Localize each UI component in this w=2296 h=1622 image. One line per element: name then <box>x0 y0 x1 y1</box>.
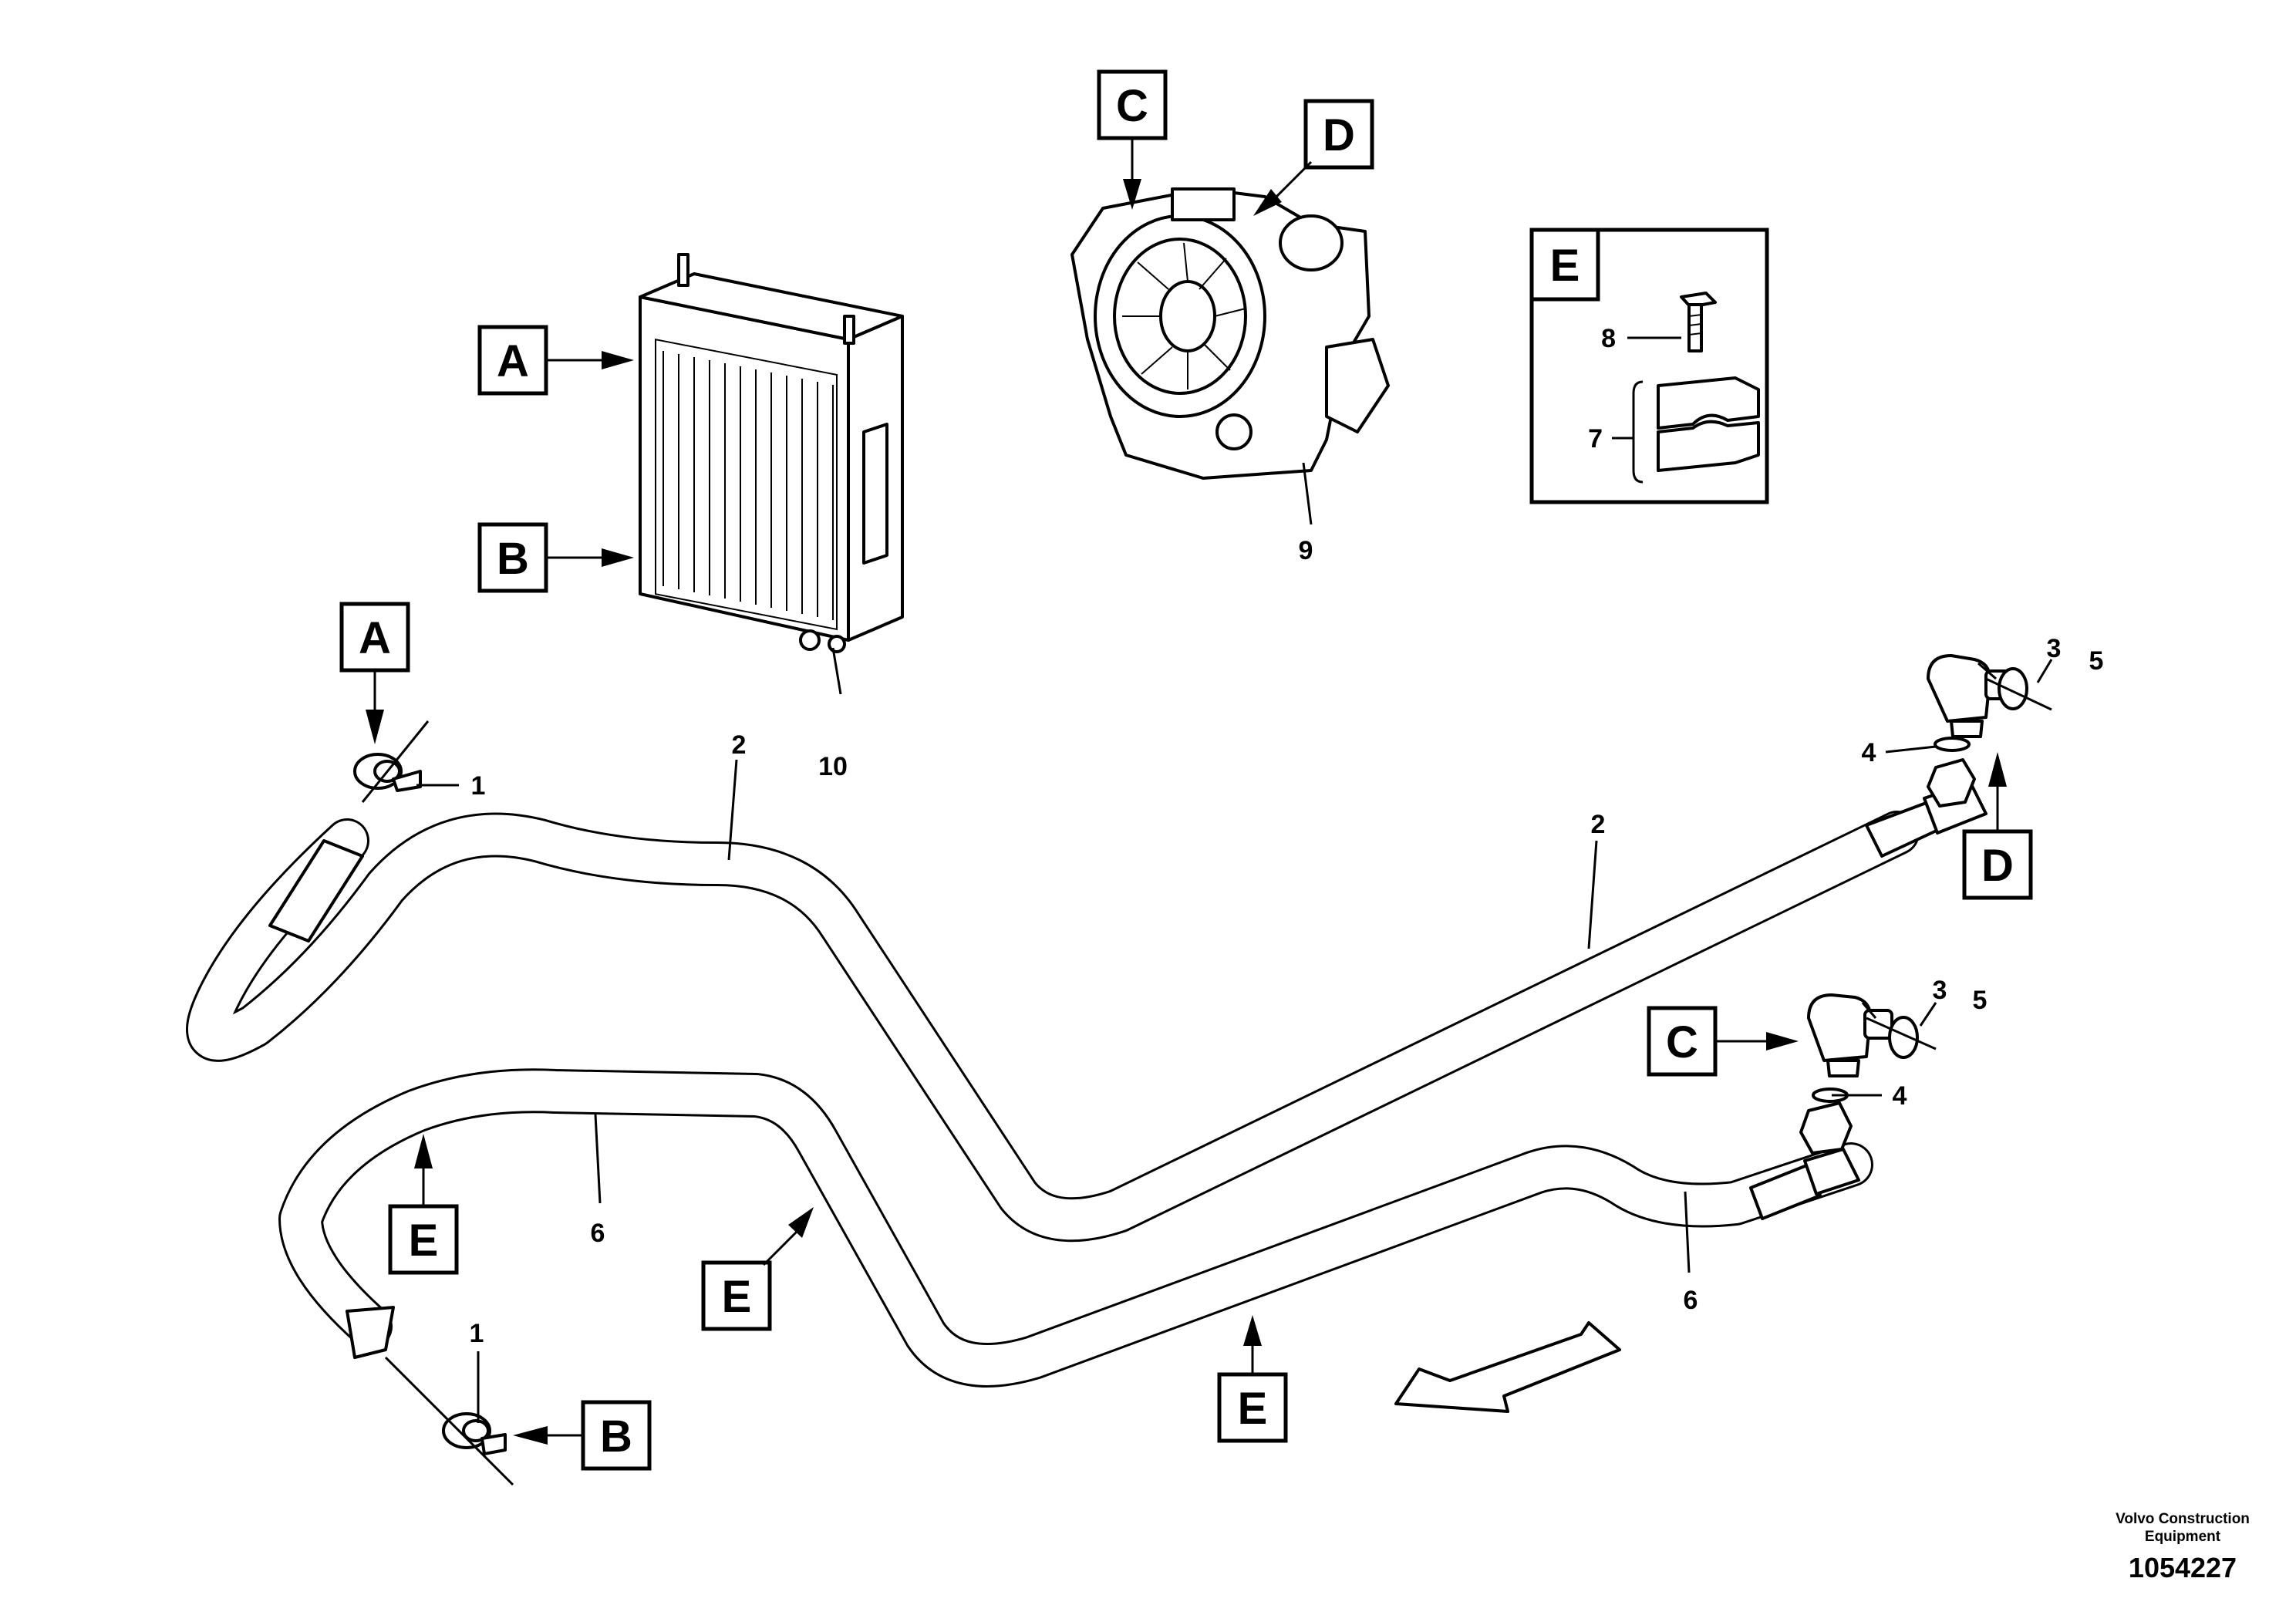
oil-cooler-radiator <box>639 253 904 653</box>
svg-text:E: E <box>722 1272 752 1322</box>
part-number-3-lower: 3 <box>1933 976 1947 1005</box>
drawing-number: 1054227 <box>2129 1552 2237 1583</box>
callout-a-radiator: A <box>477 325 634 396</box>
callout-b-hose: B <box>513 1400 652 1471</box>
svg-text:A: A <box>359 613 391 663</box>
bell-housing-ribs <box>1122 242 1246 389</box>
part-number-7: 7 <box>1588 424 1603 454</box>
hose-6-crimp-sleeve <box>1749 1148 1860 1220</box>
upper-elbow-fitting <box>1927 654 2052 808</box>
hose-2 <box>186 781 1988 1243</box>
part-number-1-bottom: 1 <box>470 1319 484 1348</box>
lower-elbow-fitting <box>1799 993 1937 1155</box>
leader-lines <box>416 462 2053 1423</box>
detail-e-label: E <box>1550 241 1580 291</box>
callout-c-engine: C <box>1097 69 1168 210</box>
callout-d-engine: D <box>1253 99 1374 216</box>
svg-text:C: C <box>1116 81 1148 131</box>
svg-text:C: C <box>1666 1017 1698 1067</box>
part-number-4-lower: 4 <box>1893 1081 1907 1111</box>
callout-e-hose-left: E <box>388 1134 459 1275</box>
callout-e-hose-mid: E <box>701 1207 814 1331</box>
screw-icon <box>1680 292 1717 352</box>
callout-e-hose-bottom: E <box>1217 1315 1288 1443</box>
svg-text:A: A <box>497 336 529 386</box>
transmission-housing <box>1070 187 1390 480</box>
part-number-2-right: 2 <box>1591 810 1606 839</box>
part-number-10: 10 <box>818 752 848 781</box>
svg-text:D: D <box>1323 110 1355 160</box>
hose-clamp-top <box>353 720 430 803</box>
svg-text:E: E <box>409 1216 439 1266</box>
clamp-block-icon <box>1657 376 1760 472</box>
part-number-3-upper: 3 <box>2047 634 2062 663</box>
part-number-1-top: 1 <box>471 771 486 801</box>
callout-b-radiator: B <box>477 522 634 593</box>
maker-line-2: Equipment <box>2145 1529 2221 1545</box>
svg-text:E: E <box>1238 1384 1268 1434</box>
svg-text:B: B <box>600 1411 632 1462</box>
callout-d-fitting: D <box>1962 752 2033 900</box>
footer: Volvo Construction Equipment 1054227 <box>2116 1511 2250 1583</box>
radiator-fins <box>663 351 834 620</box>
part-number-2-left: 2 <box>732 730 747 760</box>
part-number-9: 9 <box>1299 536 1313 565</box>
part-number-5-upper: 5 <box>2089 646 2104 676</box>
part-numbers: 1 1 2 2 3 3 4 4 5 5 6 6 9 10 <box>470 536 2104 1348</box>
detail-e-clamp-assembly: E 8 7 <box>1529 228 1769 504</box>
svg-text:D: D <box>1981 841 2014 891</box>
svg-text:B: B <box>497 534 529 584</box>
callout-c-fitting: C <box>1647 1006 1799 1077</box>
callout-a-hose: A <box>339 602 410 744</box>
maker-line-1: Volvo Construction <box>2116 1511 2250 1527</box>
part-number-8: 8 <box>1601 324 1616 353</box>
forward-direction-arrow <box>1394 1321 1621 1413</box>
part-number-5-lower: 5 <box>1973 986 1988 1015</box>
part-number-6-left: 6 <box>591 1219 605 1248</box>
hose-clamp-bottom <box>384 1356 514 1486</box>
part-number-4-upper: 4 <box>1862 738 1876 767</box>
hose-6 <box>278 1068 1873 1388</box>
part-number-6-right: 6 <box>1684 1286 1698 1315</box>
